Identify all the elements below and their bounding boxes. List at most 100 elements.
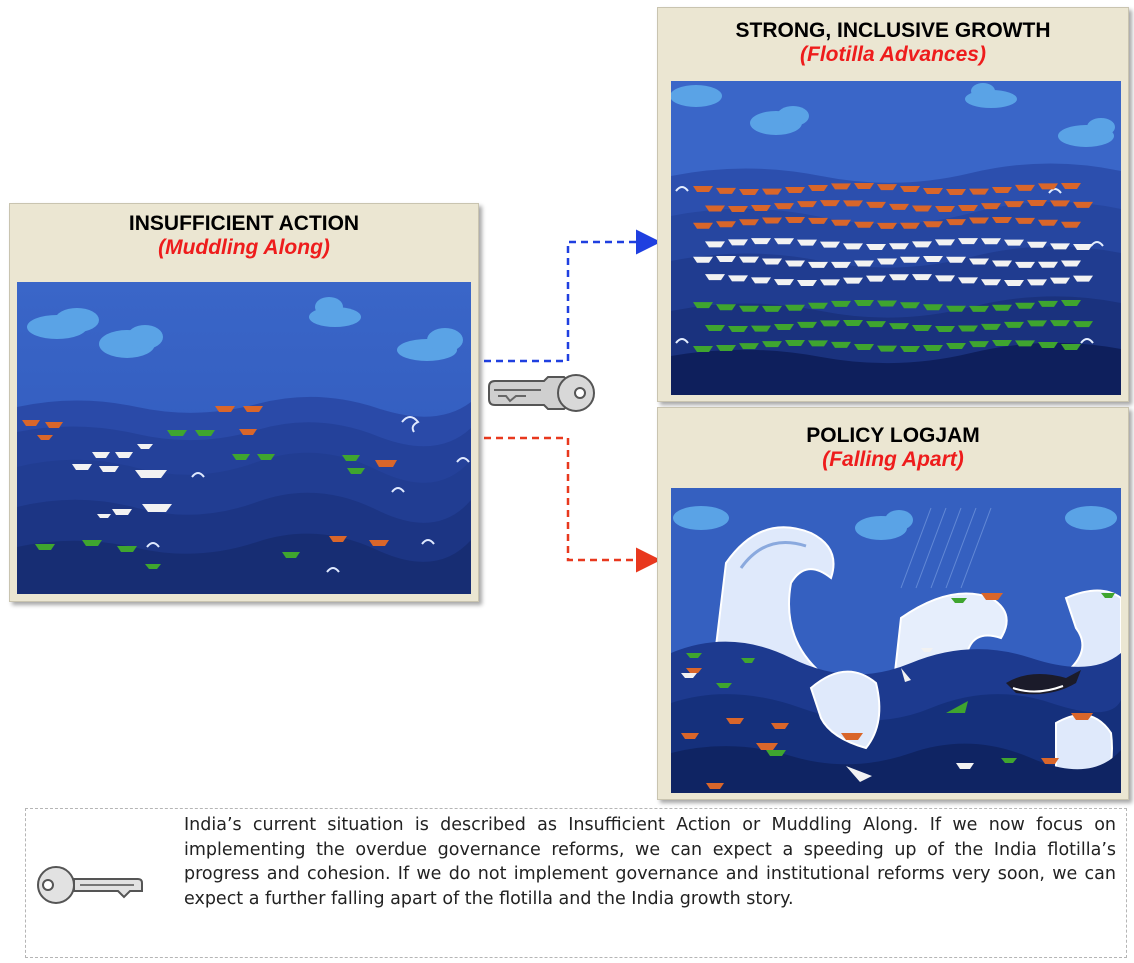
boat-rows — [693, 183, 1093, 352]
boat — [1061, 344, 1081, 351]
boat — [716, 187, 736, 194]
boat — [923, 221, 943, 228]
panel-title: POLICY LOGJAM — [806, 424, 980, 447]
boat — [935, 239, 955, 246]
boat — [739, 343, 759, 350]
boat — [831, 219, 851, 226]
scenario-panel-insufficient-action: INSUFFICIENT ACTION (Muddling Along) — [9, 203, 479, 602]
boat — [992, 260, 1012, 267]
boat — [992, 217, 1012, 224]
boat — [958, 238, 978, 245]
arrow-to-growth — [472, 229, 661, 363]
boat — [877, 184, 897, 191]
boat — [969, 217, 989, 224]
boat — [866, 243, 886, 250]
boat — [716, 304, 736, 311]
boat — [1015, 302, 1035, 309]
boat — [785, 340, 805, 347]
boat — [693, 256, 713, 263]
boat — [820, 320, 840, 327]
boat — [693, 302, 713, 309]
boat — [1015, 184, 1035, 191]
boat — [1061, 183, 1081, 190]
boat — [751, 205, 771, 212]
boat — [843, 243, 863, 250]
boat — [1061, 221, 1081, 228]
boat — [946, 188, 966, 195]
boat — [854, 183, 874, 190]
boat — [1004, 239, 1024, 246]
boat — [785, 304, 805, 311]
boat — [808, 340, 828, 347]
boat — [739, 188, 759, 195]
boat — [877, 258, 897, 265]
boat — [831, 341, 851, 348]
boat — [1050, 320, 1070, 327]
boat — [1061, 300, 1081, 307]
boat — [992, 304, 1012, 311]
boat — [762, 258, 782, 265]
scattered-boats — [681, 593, 1115, 789]
boat — [981, 279, 1001, 286]
boat — [728, 275, 748, 282]
boat — [1050, 277, 1070, 284]
boat — [808, 184, 828, 191]
boat — [843, 200, 863, 207]
boat — [1050, 200, 1070, 207]
boat — [716, 256, 736, 263]
boat-fleet — [22, 406, 397, 569]
boat — [854, 221, 874, 228]
boat — [739, 256, 759, 263]
boat — [912, 241, 932, 248]
boat — [1004, 321, 1024, 328]
panel-title: INSUFFICIENT ACTION — [128, 212, 360, 235]
boat — [912, 274, 932, 281]
boat — [831, 300, 851, 307]
explanation-note: India’s current situation is described a… — [25, 808, 1127, 958]
panel-title: STRONG, INCLUSIVE GROWTH — [735, 19, 1051, 42]
boat — [900, 222, 920, 229]
boat — [774, 238, 794, 245]
boat — [1015, 261, 1035, 268]
key-icon — [488, 374, 595, 412]
boat — [774, 323, 794, 330]
boat — [1073, 321, 1093, 328]
boat — [935, 275, 955, 282]
boat — [923, 256, 943, 263]
boat — [751, 238, 771, 245]
boat — [866, 201, 886, 208]
boat — [820, 241, 840, 248]
boat — [1027, 200, 1047, 207]
boat — [877, 300, 897, 307]
boat — [808, 217, 828, 224]
boat — [728, 239, 748, 246]
boat — [946, 305, 966, 312]
panel-subtitle: (Falling Apart) — [822, 448, 964, 471]
boat — [1050, 243, 1070, 250]
boat — [958, 204, 978, 211]
boat — [762, 305, 782, 312]
boat — [958, 325, 978, 332]
boat — [785, 260, 805, 267]
boat — [728, 325, 748, 332]
boat — [831, 261, 851, 268]
boat — [1038, 183, 1058, 190]
boat — [1073, 201, 1093, 208]
boat — [969, 341, 989, 348]
boat — [693, 222, 713, 229]
boat — [889, 323, 909, 330]
boat — [705, 205, 725, 212]
boat — [981, 238, 1001, 245]
scenario-panel-strong-growth: STRONG, INCLUSIVE GROWTH (Flotilla Advan… — [657, 7, 1129, 402]
scenario-panel-policy-logjam: POLICY LOGJAM (Falling Apart) — [657, 407, 1129, 800]
boat — [728, 205, 748, 212]
boat — [1038, 341, 1058, 348]
boat — [900, 186, 920, 193]
boat — [1027, 279, 1047, 286]
boat — [935, 325, 955, 332]
boat — [797, 321, 817, 328]
panel-subtitle: (Flotilla Advances) — [800, 43, 986, 66]
boat — [693, 345, 713, 352]
boat — [705, 274, 725, 281]
boat — [877, 345, 897, 352]
